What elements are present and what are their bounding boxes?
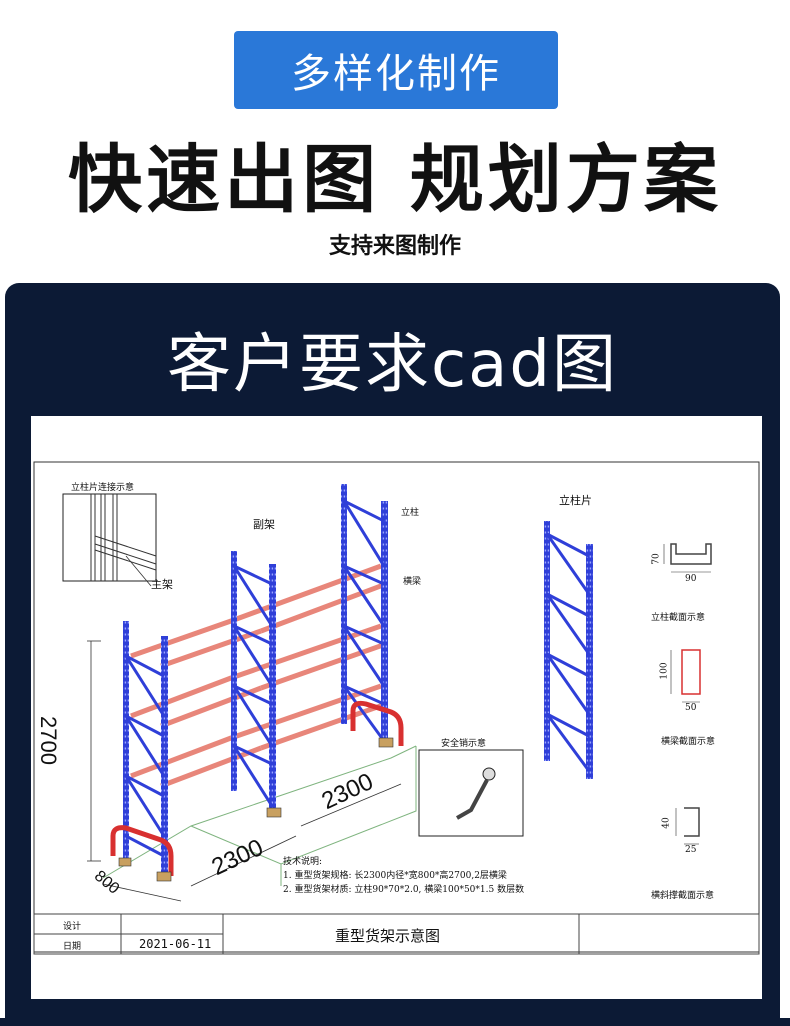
upright-label: 立柱 [401, 508, 420, 518]
safety-pin-title: 安全销示意 [441, 739, 487, 749]
brace-width-dim: 25 [685, 845, 697, 855]
badge: 多样化制作 [234, 31, 558, 109]
design-label: 设计 [63, 922, 82, 932]
height-dimension: 2700 [36, 716, 61, 765]
section-profiles [670, 543, 712, 837]
dimension-lines [87, 640, 402, 902]
sub-frame-label: 副架 [253, 518, 275, 531]
beam-width-dim: 50 [685, 703, 697, 713]
upright-depth-dim: 70 [651, 553, 662, 565]
foot-plates [118, 737, 394, 882]
upright-frame-title: 立柱片 [559, 494, 592, 507]
beam-section-label: 横梁截面示意 [661, 737, 716, 747]
date-label: 日期 [63, 942, 82, 952]
detail-title: 立柱片连接示意 [71, 483, 135, 493]
brace-section-label: 横斜撑截面示意 [651, 891, 715, 901]
drawing-border [33, 461, 760, 953]
beam-label: 横梁 [403, 577, 422, 587]
main-frame-label: 主架 [151, 578, 173, 591]
drawing-title: 重型货架示意图 [335, 927, 441, 945]
section-dim-lines [663, 544, 711, 845]
beam-height-dim: 100 [659, 662, 670, 680]
upright-width-dim: 90 [685, 574, 697, 584]
title-block-lines [33, 913, 760, 955]
tech-notes-title: 技术说明: [283, 857, 323, 867]
brace-height-dim: 40 [661, 817, 672, 829]
date-value: 2021-06-11 [139, 937, 212, 951]
rack-uprights [123, 484, 593, 876]
tech-notes-line1: 1. 重型货架规格: 长2300内径*宽800*高2700,2层横梁 [283, 871, 507, 881]
safety-pin-detail [418, 749, 524, 837]
subline: 支持来图制作 [328, 234, 461, 259]
column-guards [110, 700, 404, 876]
upright-section-label: 立柱截面示意 [651, 613, 706, 623]
connection-detail [62, 493, 157, 587]
floor-outline [102, 745, 417, 886]
bottom-bar [0, 1018, 790, 1026]
rack-beams [130, 563, 387, 789]
panel-title: 客户要求cad图 [166, 328, 619, 402]
headline: 快速出图 规划方案 [68, 137, 722, 223]
cad-drawing [33, 461, 760, 955]
badge-text: 多样化制作 [291, 51, 501, 97]
tech-notes-line2: 2. 重型货架材质: 立柱90*70*2.0, 横梁100*50*1.5 数层数 [283, 885, 525, 895]
cad-drawing-sheet: 立柱片连接示意 主架 副架 立柱 横梁 立柱片 安全销示意 2700 2300 … [31, 416, 762, 999]
